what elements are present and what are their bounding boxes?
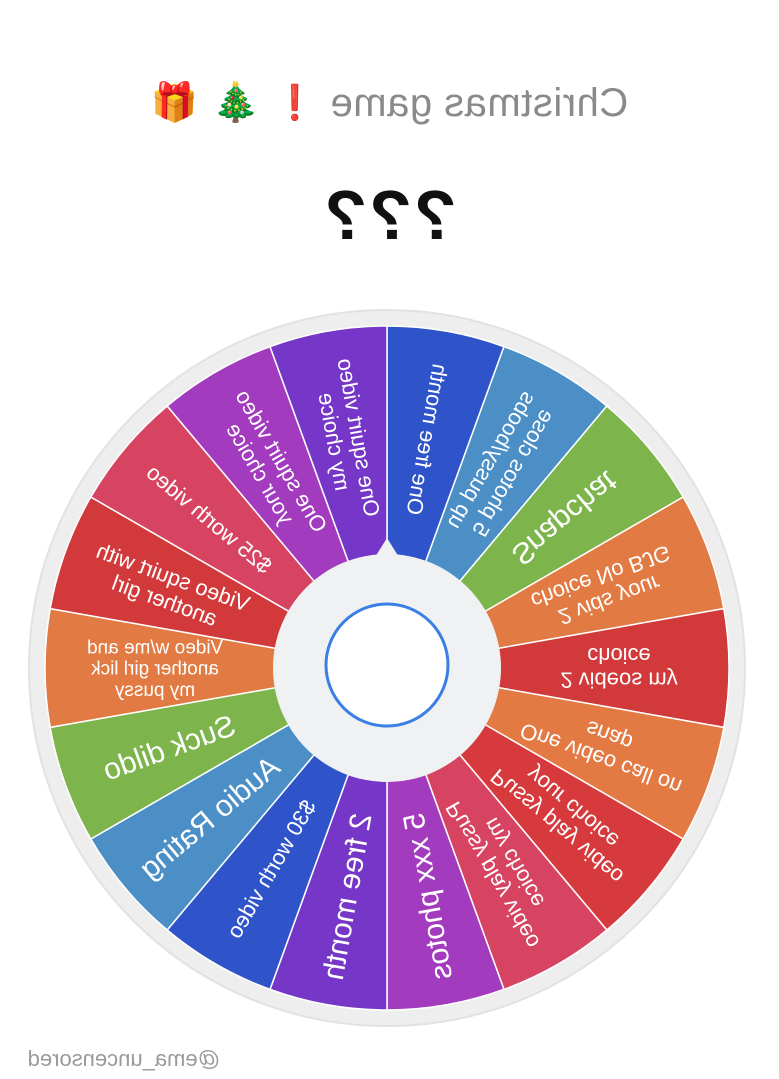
game-title: 🎁 🎄 ❗ Christmas game [0,78,779,128]
gift-icon: 🎁 [150,82,199,124]
exclamation-icon: ❗ [273,84,316,122]
christmas-tree-icon: 🎄 [212,82,260,124]
spin-button[interactable] [324,602,450,728]
wheel-pointer [372,538,402,562]
watermark: @ema_uncensored [27,1046,220,1071]
wheel-segment-label: 2 videos mychoice [560,643,677,693]
